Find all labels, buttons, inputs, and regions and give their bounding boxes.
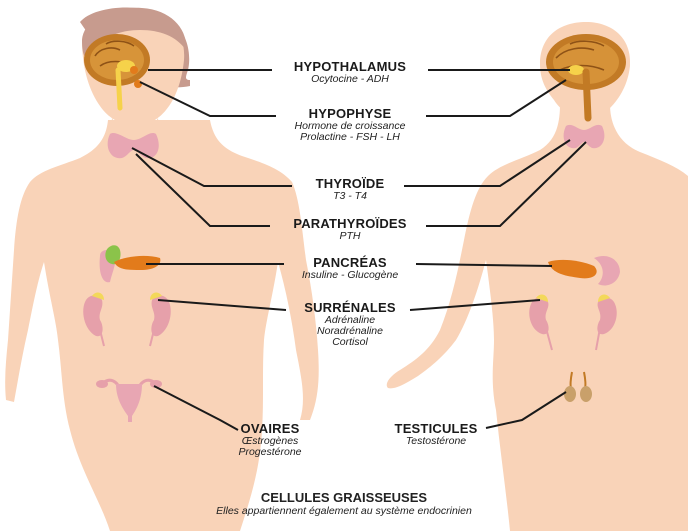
label-pancreas-line: Insuline - Glucogène bbox=[278, 270, 422, 281]
label-ovaires-title: OVAIRES bbox=[222, 422, 318, 436]
label-ovaires-line-1: Œstrogènes bbox=[222, 436, 318, 447]
label-testicules: TESTICULES Testostérone bbox=[380, 422, 492, 447]
label-thyroide: THYROÏDE T3 - T4 bbox=[284, 177, 416, 202]
label-hypophyse-line-2: Prolactine - FSH - LH bbox=[264, 132, 436, 143]
label-surrenales: SURRÉNALES Adrénaline Noradrénaline Cort… bbox=[278, 301, 422, 348]
label-parathyroides: PARATHYROÏDES PTH bbox=[264, 217, 436, 242]
label-pancreas: PANCRÉAS Insuline - Glucogène bbox=[278, 256, 422, 281]
label-hypophyse-line-1: Hormone de croissance bbox=[264, 121, 436, 132]
label-hypothalamus: HYPOTHALAMUS Ocytocine - ADH bbox=[264, 60, 436, 85]
label-surrenales-title: SURRÉNALES bbox=[278, 301, 422, 315]
label-hypophyse-title: HYPOPHYSE bbox=[264, 107, 436, 121]
label-thyroide-title: THYROÏDE bbox=[284, 177, 416, 191]
label-hypophyse: HYPOPHYSE Hormone de croissance Prolacti… bbox=[264, 107, 436, 143]
label-ovaires: OVAIRES Œstrogènes Progestérone bbox=[222, 422, 318, 458]
label-parathyroides-line: PTH bbox=[264, 231, 436, 242]
label-surrenales-line-1: Adrénaline bbox=[278, 315, 422, 326]
label-hypothalamus-line: Ocytocine - ADH bbox=[264, 74, 436, 85]
label-testicules-title: TESTICULES bbox=[380, 422, 492, 436]
label-thyroide-line: T3 - T4 bbox=[284, 191, 416, 202]
label-surrenales-line-3: Cortisol bbox=[278, 337, 422, 348]
footer-title: CELLULES GRAISSEUSES bbox=[0, 490, 688, 505]
label-pancreas-title: PANCRÉAS bbox=[278, 256, 422, 270]
label-ovaires-line-2: Progestérone bbox=[222, 447, 318, 458]
label-hypothalamus-title: HYPOTHALAMUS bbox=[264, 60, 436, 74]
footer-caption: CELLULES GRAISSEUSES Elles appartiennent… bbox=[0, 490, 688, 517]
label-parathyroides-title: PARATHYROÏDES bbox=[264, 217, 436, 231]
footer-subtitle: Elles appartiennent également au système… bbox=[0, 505, 688, 517]
label-testicules-line: Testostérone bbox=[380, 436, 492, 447]
